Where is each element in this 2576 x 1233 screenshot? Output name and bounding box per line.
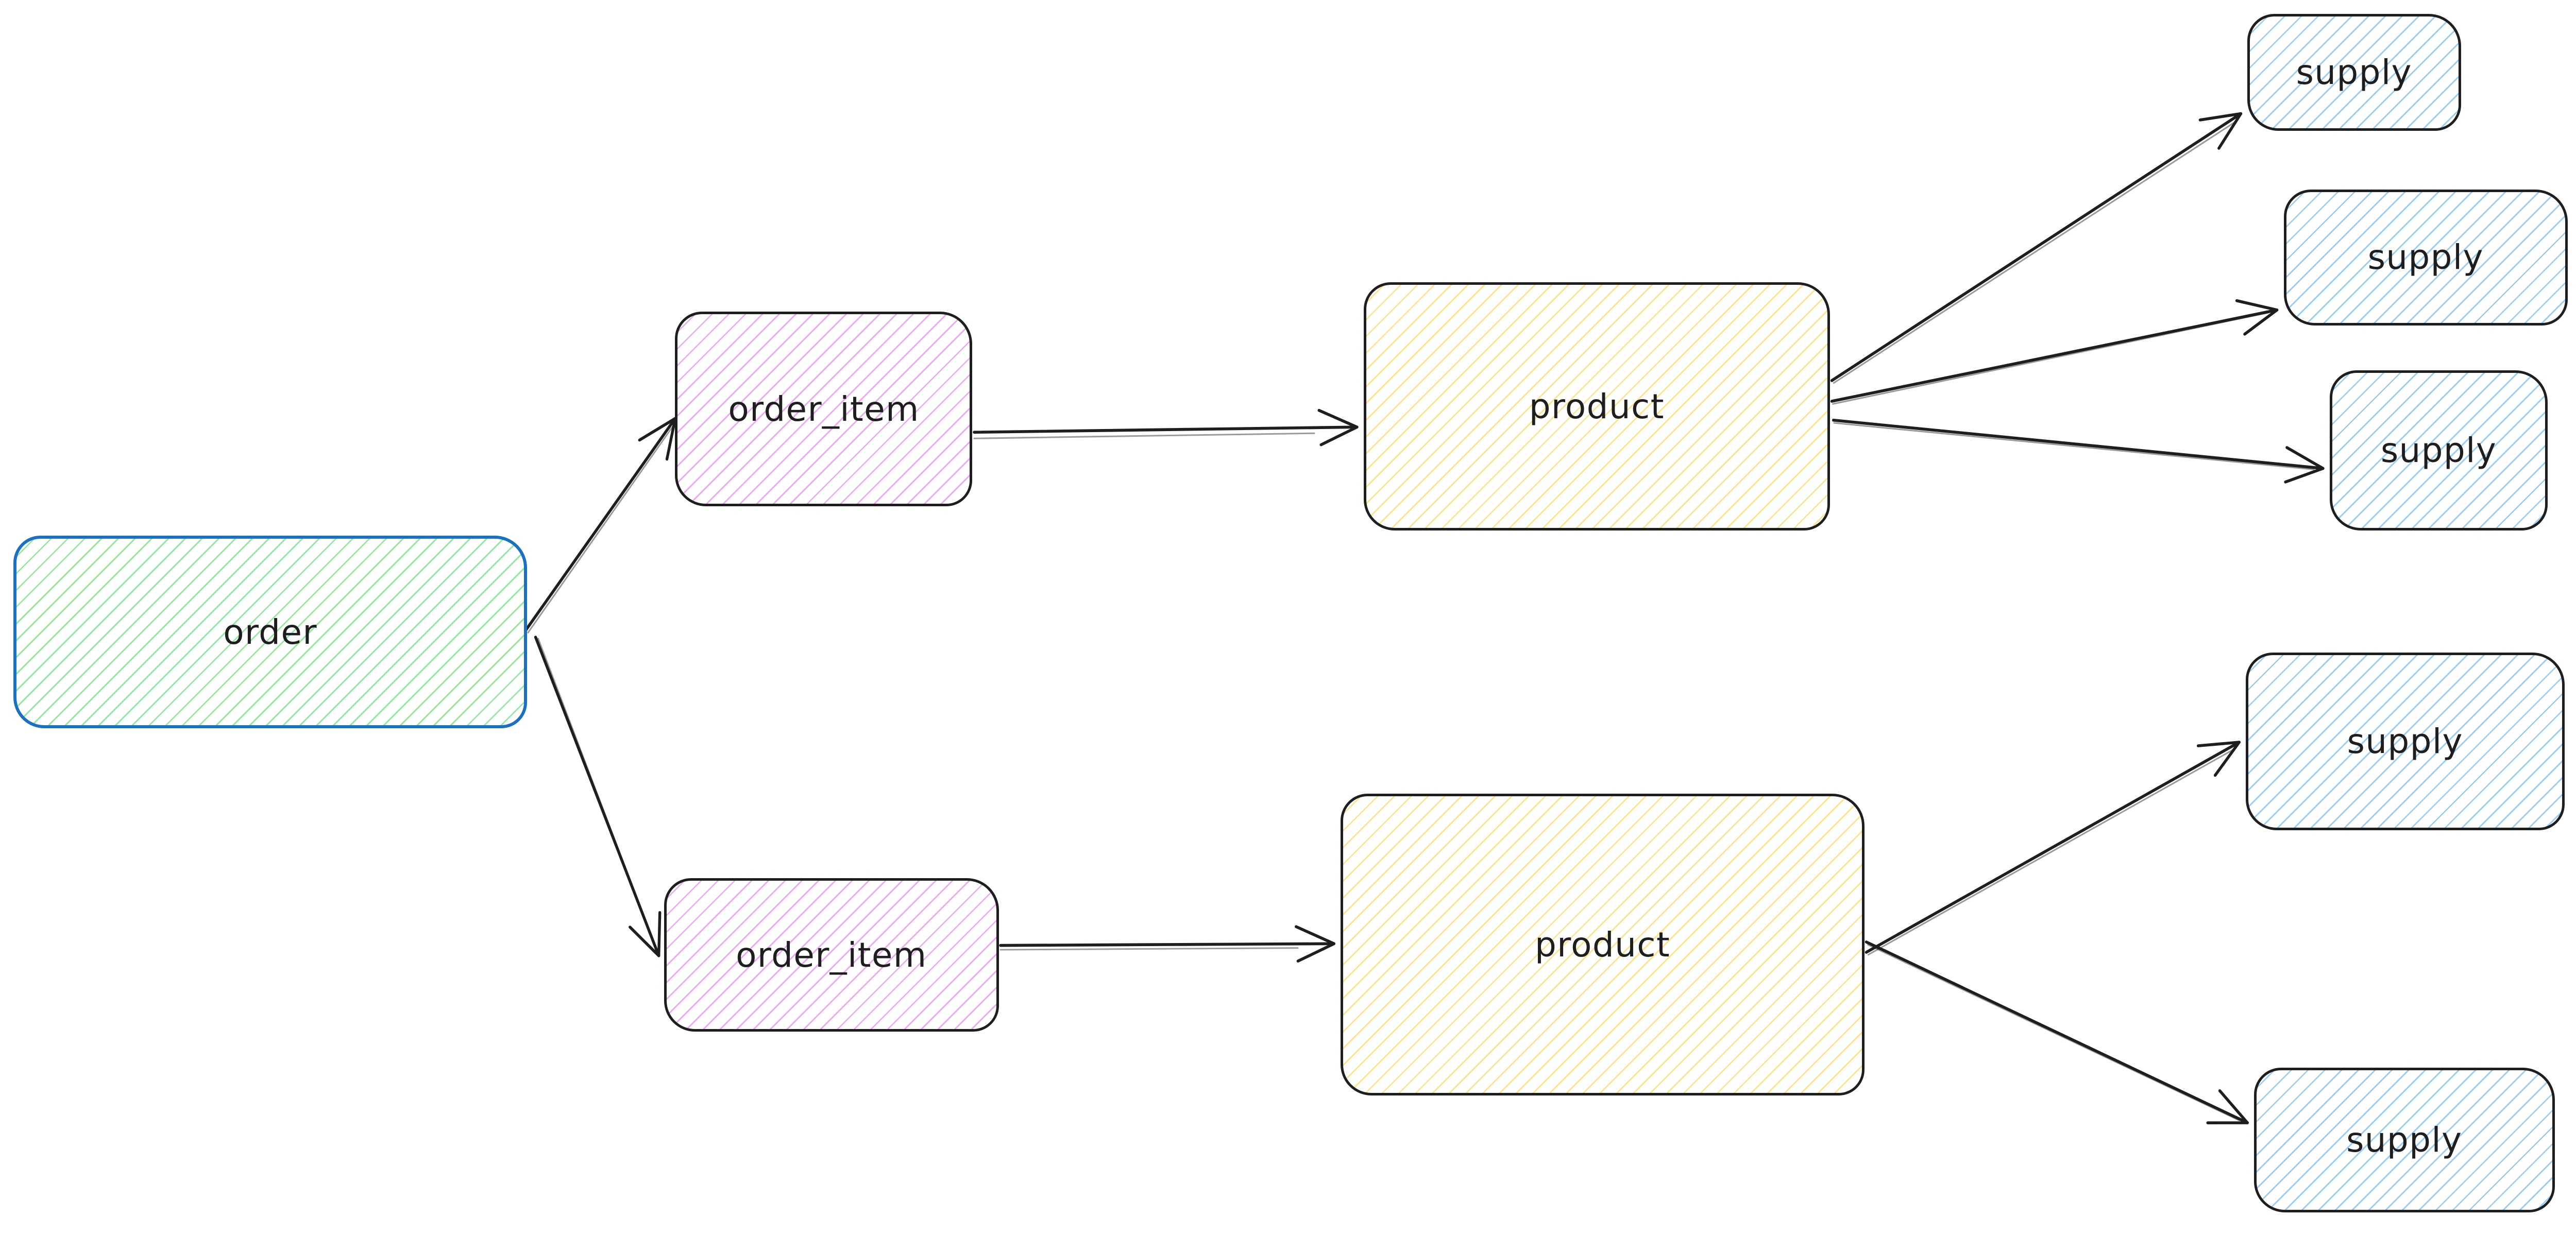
node-product-2[interactable]: product bbox=[1341, 794, 1865, 1095]
node-supply-3[interactable]: supply bbox=[2329, 370, 2548, 530]
node-label: product bbox=[1529, 386, 1665, 426]
edge-product-2-to-supply-5[interactable] bbox=[1865, 940, 2249, 1124]
node-order[interactable]: order bbox=[13, 535, 528, 729]
edge-order-to-order-item-2[interactable] bbox=[534, 636, 662, 957]
node-supply-5[interactable]: supply bbox=[2254, 1067, 2555, 1212]
node-label: supply bbox=[2367, 237, 2484, 278]
edge-product-1-to-supply-3[interactable] bbox=[1832, 418, 2325, 484]
node-label: supply bbox=[2380, 430, 2497, 470]
edge-order-to-order-item-1[interactable] bbox=[524, 417, 677, 633]
node-label: supply bbox=[2296, 53, 2412, 93]
edge-order-item-2-to-product-2[interactable] bbox=[999, 925, 1335, 963]
edge-product-1-to-supply-2[interactable] bbox=[1830, 299, 2279, 405]
node-label: supply bbox=[2346, 1120, 2463, 1160]
edge-product-1-to-supply-1[interactable] bbox=[1830, 112, 2243, 384]
node-supply-4[interactable]: supply bbox=[2246, 653, 2565, 830]
edge-product-2-to-supply-4[interactable] bbox=[1865, 741, 2241, 956]
node-order-item-2[interactable]: order_item bbox=[664, 878, 999, 1032]
edge-order-item-1-to-product-1[interactable] bbox=[973, 408, 1359, 447]
node-supply-1[interactable]: supply bbox=[2247, 13, 2461, 131]
node-label: supply bbox=[2347, 721, 2463, 761]
node-label: order_item bbox=[736, 935, 927, 975]
node-label: product bbox=[1534, 924, 1671, 965]
node-order-item-1[interactable]: order_item bbox=[675, 312, 973, 506]
node-product-1[interactable]: product bbox=[1363, 282, 1830, 530]
node-supply-2[interactable]: supply bbox=[2283, 189, 2568, 326]
node-label: order bbox=[223, 612, 317, 652]
node-label: order_item bbox=[728, 389, 920, 429]
